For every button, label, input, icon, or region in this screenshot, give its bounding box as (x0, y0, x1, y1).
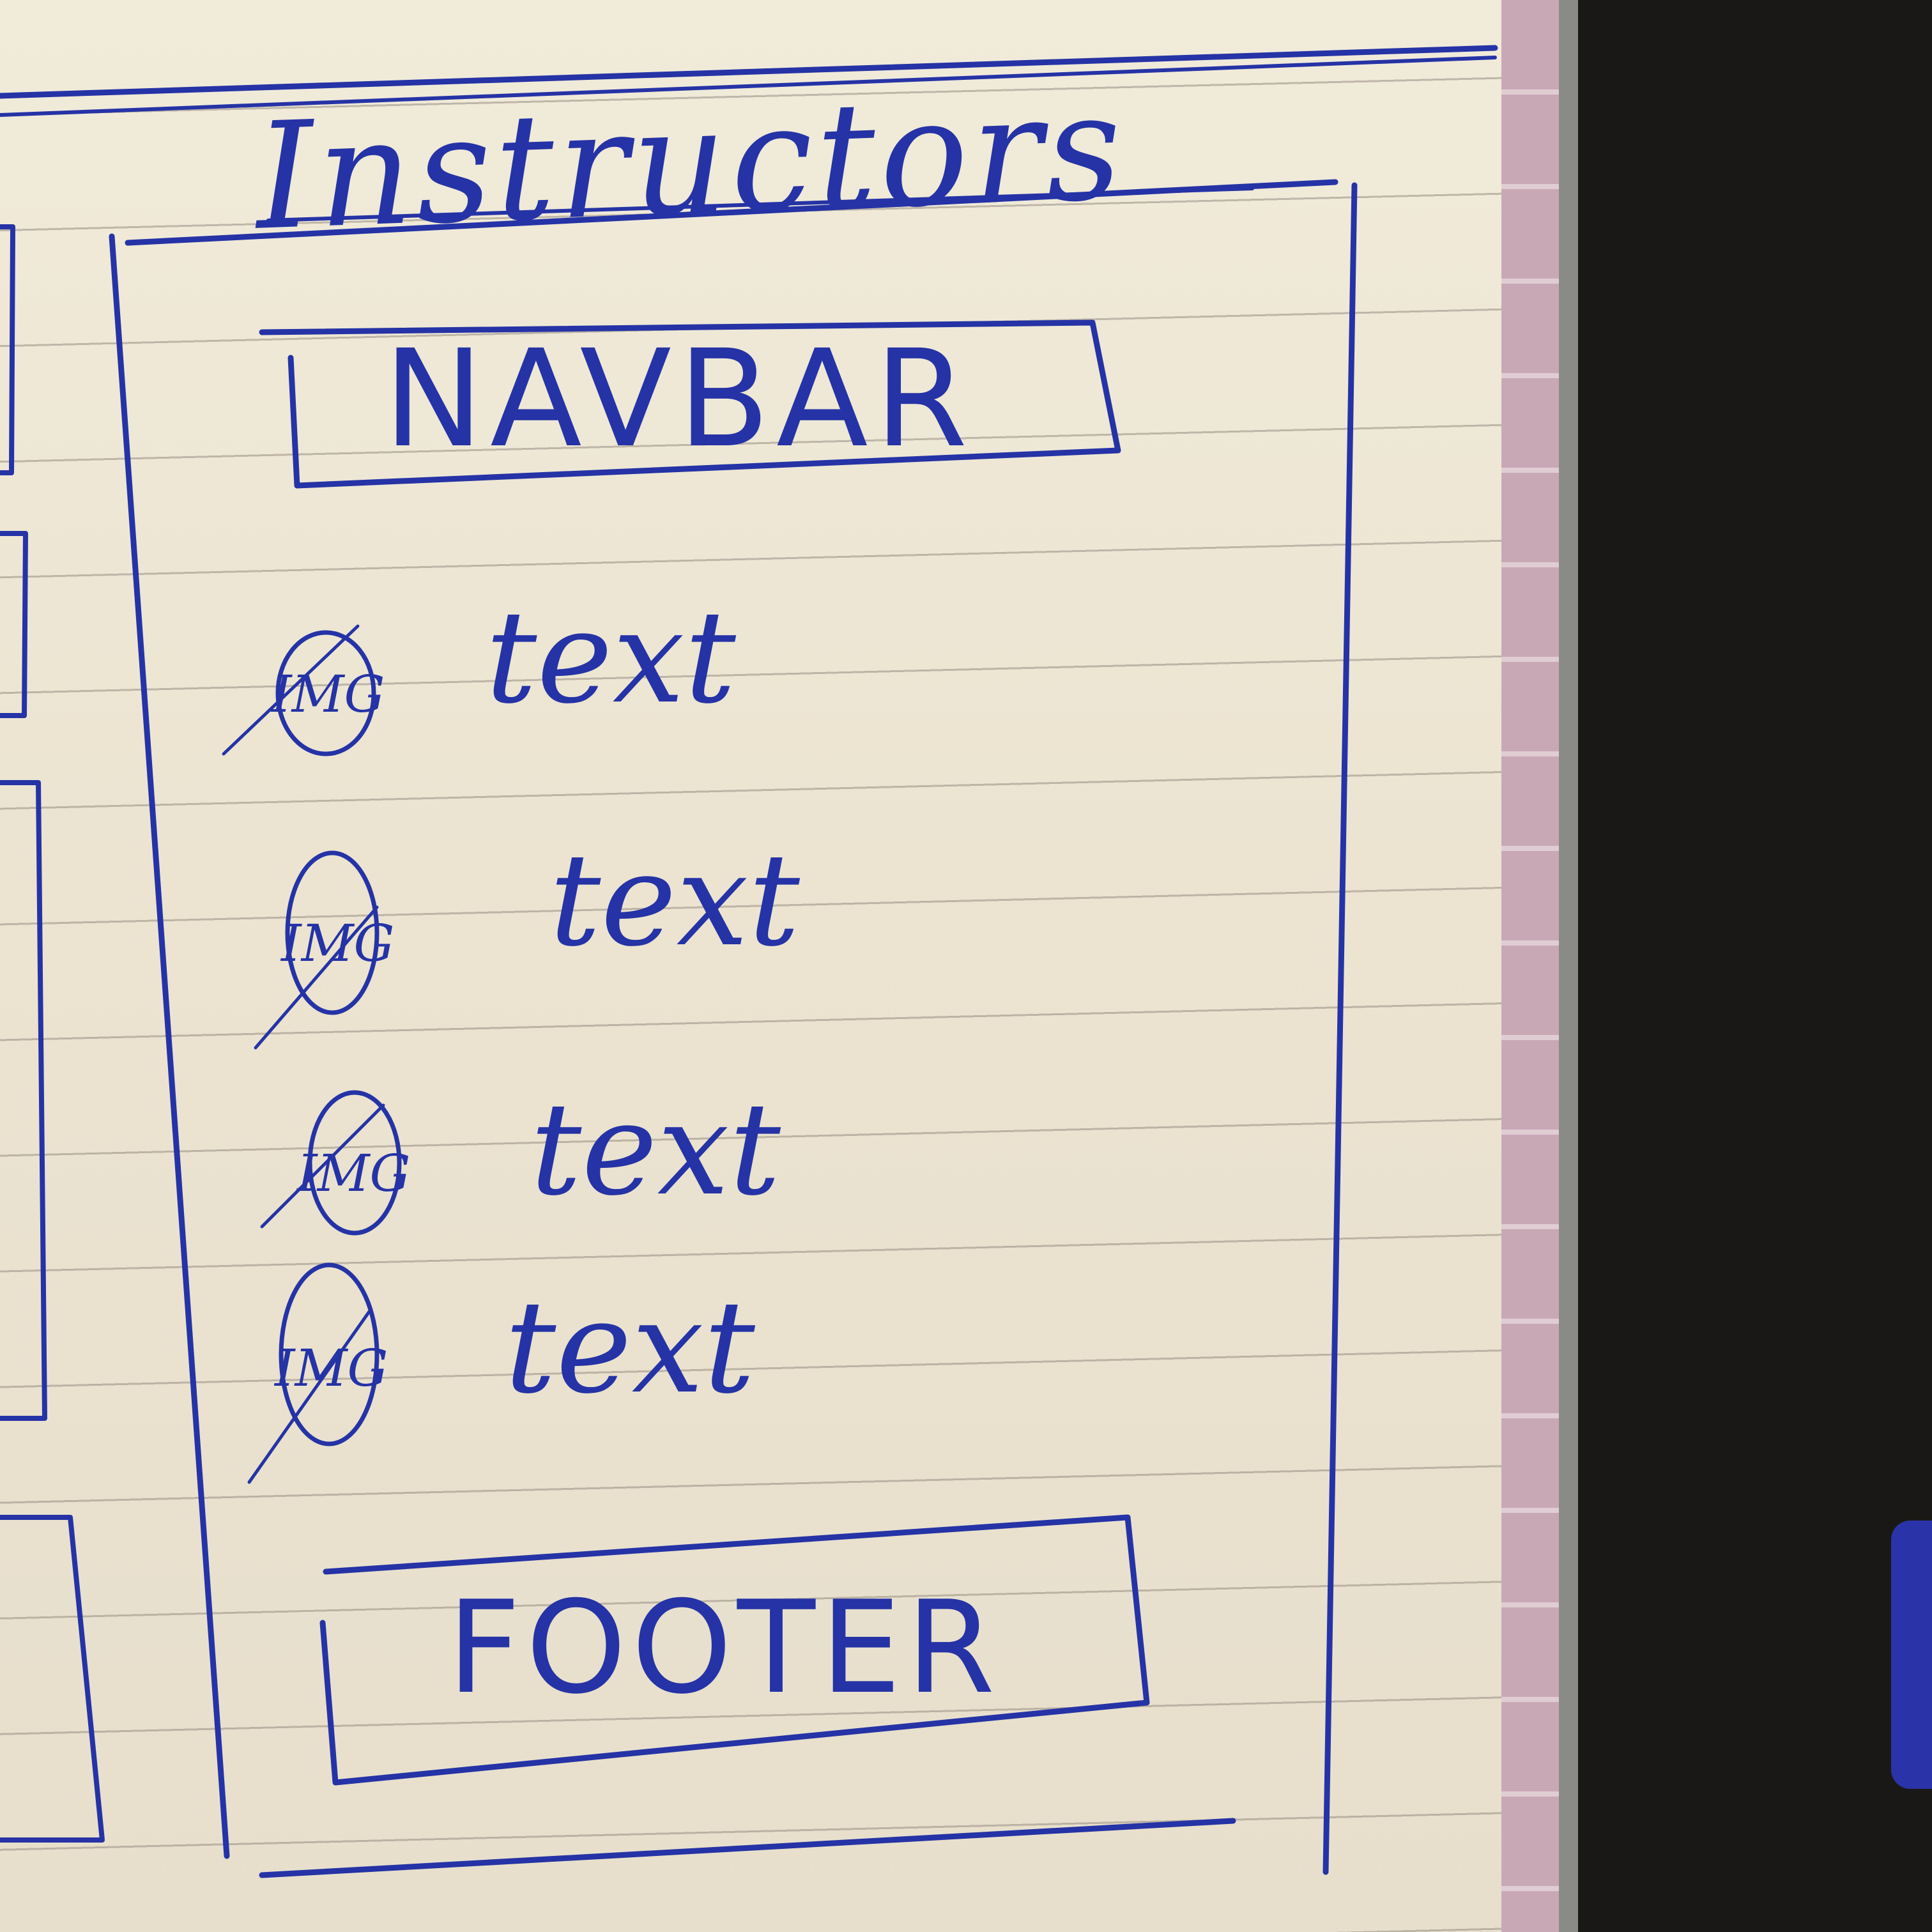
title-underline (266, 187, 1254, 222)
left-box-1 (0, 224, 15, 475)
img-label-3: IMG (297, 1144, 411, 1203)
img-cross-3 (260, 1103, 385, 1229)
top-rule-line (0, 45, 1498, 99)
page-title: Instructors (252, 62, 1128, 263)
img-circle-2 (285, 850, 379, 1015)
img-label-1: IMG (272, 664, 385, 724)
item-text-1: text (486, 583, 736, 732)
frame-right (1322, 182, 1358, 1875)
img-circle-1 (275, 630, 376, 756)
dark-background (1578, 0, 1932, 1932)
left-box-2 (0, 531, 28, 718)
paper-margin-strip (1501, 0, 1565, 1932)
frame-left (109, 233, 230, 1859)
navbar-label: NAVBAR (383, 321, 974, 477)
item-text-2: text (549, 826, 800, 975)
img-cross-4 (247, 1308, 372, 1484)
img-cross-1 (222, 624, 360, 756)
item-text-4: text (505, 1273, 755, 1422)
img-circle-4 (279, 1262, 379, 1446)
footer-box-outline (319, 1514, 1150, 1786)
footer-label: FOOTER (447, 1574, 1000, 1722)
ruled-lines (0, 0, 1501, 1932)
img-circle-3 (307, 1090, 402, 1236)
blue-object (1891, 1521, 1932, 1789)
frame-bottom (259, 1818, 1236, 1878)
img-label-2: IMG (281, 914, 395, 973)
paper-edge (1559, 0, 1578, 1932)
left-box-4 (0, 1515, 105, 1843)
img-label-4: IMG (275, 1338, 388, 1398)
img-cross-2 (254, 905, 379, 1050)
navbar-box-outline (259, 319, 1121, 489)
item-text-3: text (530, 1075, 781, 1224)
left-box-3 (0, 780, 47, 1421)
top-rule-line-2 (0, 56, 1497, 117)
